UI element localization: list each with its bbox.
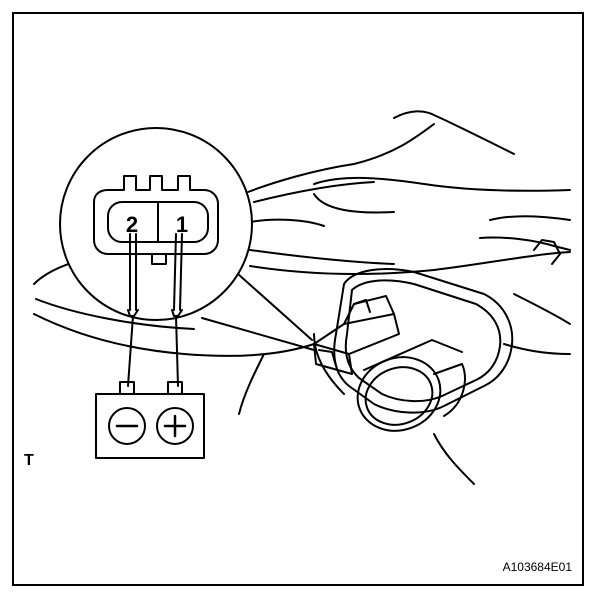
negative-terminal-icon (108, 407, 146, 445)
illustration: 2 1 (33, 110, 571, 485)
connector-face (93, 175, 219, 265)
sensor-connector (313, 295, 400, 375)
probe-wires (127, 233, 183, 387)
view-letter: T (24, 452, 34, 469)
sensor-head (356, 339, 466, 432)
callout-leader (201, 273, 315, 351)
pin-label-2: 2 (126, 212, 138, 237)
pin-label-1: 1 (176, 212, 188, 237)
diagram-frame: 2 1 T A103684E01 (12, 12, 584, 586)
positive-terminal-icon (156, 407, 194, 445)
battery (95, 381, 205, 459)
sensor-housing (333, 268, 514, 414)
vehicle-body-outline (33, 110, 571, 485)
figure-code: A103684E01 (502, 560, 572, 574)
